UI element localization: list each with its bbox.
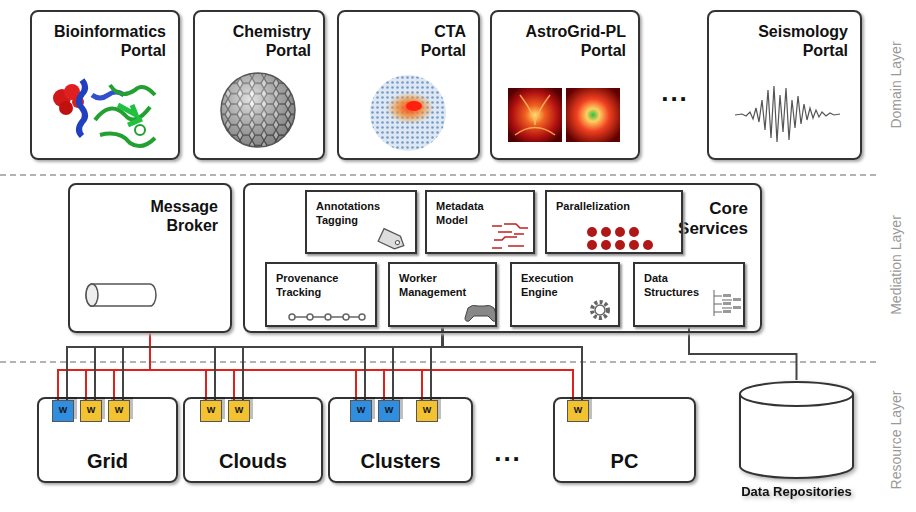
node-label: Data Structures (644, 271, 714, 300)
worker-label: W (201, 406, 221, 413)
worker-label: W (109, 406, 129, 413)
ellipsis: ... (661, 77, 689, 108)
node-label: Clouds (185, 449, 321, 473)
connector-line (150, 333, 356, 400)
node-label: Message Broker (138, 197, 218, 235)
worker-cube: W (80, 400, 102, 422)
worker-label: W (351, 406, 371, 413)
node-label: Core Services (672, 199, 748, 240)
resource-box: Clouds W W (183, 397, 323, 483)
node-label: CTA Portal (406, 22, 466, 60)
node-label: Clusters (330, 449, 471, 473)
connector-line (67, 327, 443, 400)
connector-line (123, 327, 443, 400)
worker-label: W (379, 406, 399, 413)
services-group: Core Services Annotations Tagging Metadata… (243, 183, 762, 333)
layer-label: Mediation Layer (888, 215, 904, 315)
worker-label: W (81, 406, 101, 413)
service-box: Provenance Tracking (265, 262, 377, 327)
node-label: Annotations Tagging (316, 199, 396, 228)
ellipsis: ... (494, 437, 522, 468)
cylinder-outline (738, 380, 855, 480)
connector-line (215, 327, 443, 400)
service-box: Data Structures (633, 262, 745, 327)
layer-label: Resource Layer (888, 391, 904, 490)
worker-label: W (229, 406, 249, 413)
worker-cube: W (416, 400, 438, 422)
connector-line (150, 333, 422, 400)
node-label: Data Repositories (708, 484, 885, 500)
node-label: PC (555, 449, 694, 473)
node-label: Chemistry Portal (219, 22, 311, 60)
resource-box: PC W (553, 397, 696, 483)
connector-line (443, 327, 583, 400)
worker-label: W (53, 406, 73, 413)
connector-line (150, 333, 573, 400)
node-label: Provenance Tracking (276, 271, 356, 300)
node-label: Parallelization (556, 199, 669, 213)
node-label: Grid (39, 449, 176, 473)
resource-box: Grid W W W (37, 397, 178, 483)
worker-cube: W (567, 400, 589, 422)
portal-box: Chemistry Portal (193, 10, 325, 160)
layer-label: Domain Layer (888, 41, 904, 128)
node-label: Metadata Model (436, 199, 502, 228)
service-box: Metadata Model (425, 190, 535, 254)
service-box: Execution Engine (510, 262, 620, 327)
node-label: Worker Management (399, 271, 479, 300)
portal-box: Bioinformatics Portal (30, 10, 180, 160)
repository-cylinder: Data Repositories (738, 380, 855, 480)
node-label: Seismology Portal (748, 22, 848, 60)
portal-box: CTA Portal (337, 10, 480, 160)
connector-line (150, 333, 234, 400)
worker-cube: W (52, 400, 74, 422)
worker-label: W (568, 406, 588, 413)
resource-box: Clusters W W W (328, 397, 473, 483)
node-label: AstroGrid-PL Portal (514, 22, 626, 60)
service-box: Annotations Tagging (305, 190, 417, 254)
worker-cube: W (108, 400, 130, 422)
worker-cube: W (378, 400, 400, 422)
service-box: Worker Management (388, 262, 497, 327)
broker-box: Message Broker (68, 183, 232, 333)
connector-line (58, 333, 150, 400)
connector-line (150, 333, 384, 400)
node-label: Bioinformatics Portal (41, 22, 166, 60)
worker-cube: W (200, 400, 222, 422)
service-box: Parallelization (545, 190, 683, 254)
connector-line (431, 327, 443, 400)
connector-line (243, 327, 443, 400)
worker-cube: W (228, 400, 250, 422)
node-label: Execution Engine (521, 271, 587, 300)
connector-line (95, 327, 443, 400)
worker-label: W (417, 406, 437, 413)
portal-box: AstroGrid-PL Portal (490, 10, 640, 160)
worker-cube: W (350, 400, 372, 422)
portal-box: Seismology Portal (707, 10, 862, 160)
connector-line (365, 327, 443, 400)
connector-line (150, 333, 206, 400)
connector-line (114, 333, 150, 400)
connector-line (393, 327, 443, 400)
connector-line (689, 327, 797, 380)
